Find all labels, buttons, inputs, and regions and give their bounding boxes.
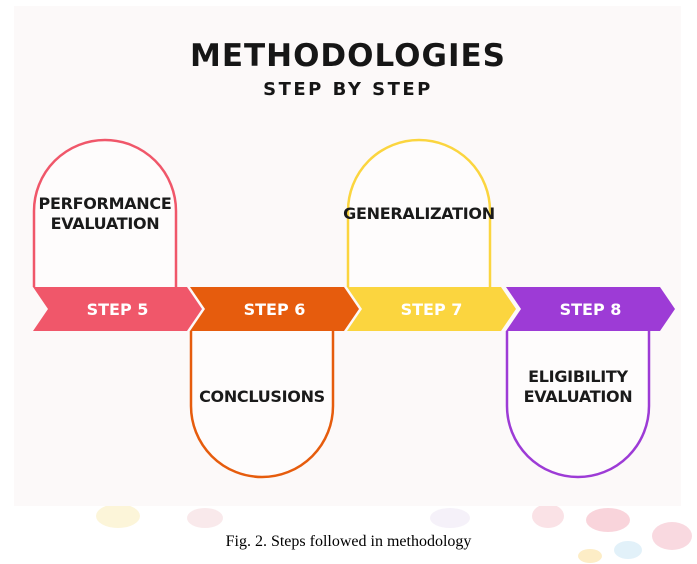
step-6: STEP 6 CONCLUSIONS bbox=[189, 287, 359, 479]
figure-caption: Fig. 2. Steps followed in methodology bbox=[225, 533, 472, 550]
step-5-arch-box bbox=[32, 138, 178, 287]
step-7-label: STEP 7 bbox=[401, 300, 463, 319]
methodology-diagram: METHODOLOGIES STEP BY STEP STEP 5 PERFORM… bbox=[32, 38, 675, 479]
diagram-subtitle: STEP BY STEP bbox=[263, 79, 433, 100]
step-5-ribbon bbox=[33, 287, 202, 331]
step-7-text-line: GENERALIZATION bbox=[343, 204, 495, 223]
step-7-ribbon bbox=[347, 287, 516, 331]
step-5-label: STEP 5 bbox=[87, 300, 149, 319]
step-6-ribbon bbox=[190, 287, 359, 331]
step-7-arch-box bbox=[346, 138, 492, 287]
step-6-text-line: CONCLUSIONS bbox=[199, 387, 325, 406]
diagram-title: METHODOLOGIES bbox=[190, 38, 506, 74]
step-8-arch-box bbox=[505, 331, 651, 479]
step-8-label: STEP 8 bbox=[560, 300, 622, 319]
step-5-text-line: EVALUATION bbox=[51, 214, 160, 233]
step-8-text-line: ELIGIBILITY bbox=[528, 367, 628, 386]
step-6-arch-box bbox=[189, 331, 335, 479]
step-7: STEP 7 GENERALIZATION bbox=[343, 138, 516, 331]
step-5-text-line: PERFORMANCE bbox=[39, 194, 172, 213]
faded-leaf-decoration bbox=[96, 506, 692, 563]
step-6-label: STEP 6 bbox=[244, 300, 306, 319]
step-8-text-line: EVALUATION bbox=[524, 387, 633, 406]
step-8-ribbon bbox=[506, 287, 675, 331]
